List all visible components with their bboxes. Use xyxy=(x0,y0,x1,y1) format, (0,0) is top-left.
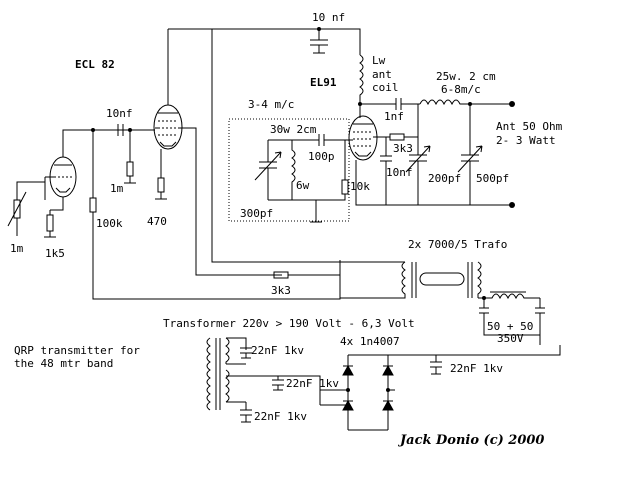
top-wire xyxy=(168,27,361,55)
label-res-10k: 10k xyxy=(350,180,370,193)
label-volt-350: 350V xyxy=(497,332,524,345)
ground-bus xyxy=(418,202,515,208)
label-res-470: 470 xyxy=(147,215,167,228)
label-ant-1: Ant 50 Ohm xyxy=(496,120,563,133)
oscillator-box xyxy=(228,118,350,222)
coil-30w xyxy=(268,139,322,223)
label-c22-3: 22nF 1kv xyxy=(254,410,307,423)
label-coil-25w: 25w. 2 cm xyxy=(436,70,496,83)
label-coil-lw: Lw xyxy=(372,54,386,67)
label-res-3k3-b: 3k3 xyxy=(271,284,291,297)
label-coil-6w: 6w xyxy=(296,179,310,192)
label-cap-10nf-right: 10nf xyxy=(386,166,413,179)
capacitor-10nf-coupling xyxy=(91,124,155,136)
label-c22-4: 22nF 1kv xyxy=(450,362,503,375)
capacitor-100p xyxy=(292,134,345,146)
label-cap-100p: 100p xyxy=(308,150,335,163)
choke-filter xyxy=(478,291,540,300)
diode-bridge xyxy=(320,345,561,431)
label-cap-1nf: 1nf xyxy=(384,110,404,123)
label-cap-200pf: 200pf xyxy=(428,172,461,185)
trafo-modulation xyxy=(211,29,482,299)
label-coil-coil: coil xyxy=(372,81,399,94)
label-cap-300pf: 300pf xyxy=(240,207,273,220)
label-ant-2: 2- 3 Watt xyxy=(496,134,556,147)
capacitor-1nf xyxy=(358,98,420,110)
label-caps-5050: 50 + 50 xyxy=(487,320,533,333)
capacitors-50-50 xyxy=(479,298,545,336)
resistor-100k xyxy=(89,130,341,300)
label-cap-10nf-left: 10nf xyxy=(106,107,133,120)
coil-25w xyxy=(419,99,515,107)
label-cap-top: 10 nf xyxy=(312,11,345,24)
resistor-3k3-screen xyxy=(385,133,418,156)
label-coil-ant: ant xyxy=(372,68,392,81)
label-coil-30w: 30w 2cm xyxy=(270,123,317,136)
label-qrp-2: the 48 mtr band xyxy=(14,357,113,370)
capacitor-22nf-4 xyxy=(430,355,442,375)
label-c22-2: 22nF 1kv xyxy=(286,377,339,390)
resistor-1k5 xyxy=(44,210,56,238)
label-tube-el91: EL91 xyxy=(310,76,337,89)
label-c22-1: 22nF 1kv xyxy=(251,344,304,357)
resistor-470 xyxy=(155,177,167,200)
tube-el91 xyxy=(345,115,418,206)
resistor-1m-variable xyxy=(7,177,46,236)
resistor-3k3-series xyxy=(273,271,340,279)
capacitor-22nf-3 xyxy=(240,402,252,423)
label-trafo: 2x 7000/5 Trafo xyxy=(408,238,507,251)
capacitor-10nf-screen xyxy=(380,155,392,205)
power-transformer xyxy=(206,337,321,411)
tube-ecl82-triode xyxy=(45,129,130,211)
label-res-1m-b: 1m xyxy=(110,182,124,195)
capacitor-10nf-top xyxy=(310,39,328,54)
label-res-1m-a: 1m xyxy=(10,242,24,255)
capacitor-200pf-variable xyxy=(405,104,431,205)
label-tube-ecl82: ECL 82 xyxy=(75,58,115,71)
capacitor-300pf-variable xyxy=(254,140,282,200)
label-signature: Jack Donio (c) 2000 xyxy=(397,433,544,448)
label-res-3k3-a: 3k3 xyxy=(393,142,413,155)
label-transformer: Transformer 220v > 190 Volt - 6,3 Volt xyxy=(163,317,415,330)
label-diodes: 4x 1n4007 xyxy=(340,335,400,348)
coil-lw-antenna xyxy=(359,54,364,118)
resistor-1m xyxy=(124,130,136,184)
capacitor-22nf-1 xyxy=(240,347,252,359)
label-res-1k5: 1k5 xyxy=(45,247,65,260)
label-coil-freq: 6-8m/c xyxy=(441,83,481,96)
label-qrp-1: QRP transmitter for xyxy=(14,344,140,357)
capacitor-22nf-2 xyxy=(272,376,284,391)
capacitor-500pf-variable xyxy=(457,104,483,205)
tube-ecl82-pentode xyxy=(153,29,282,276)
label-cap-500pf: 500pf xyxy=(476,172,509,185)
resistor-10k xyxy=(316,140,349,201)
label-band: 3-4 m/c xyxy=(248,98,294,111)
label-res-100k: 100k xyxy=(96,217,123,230)
